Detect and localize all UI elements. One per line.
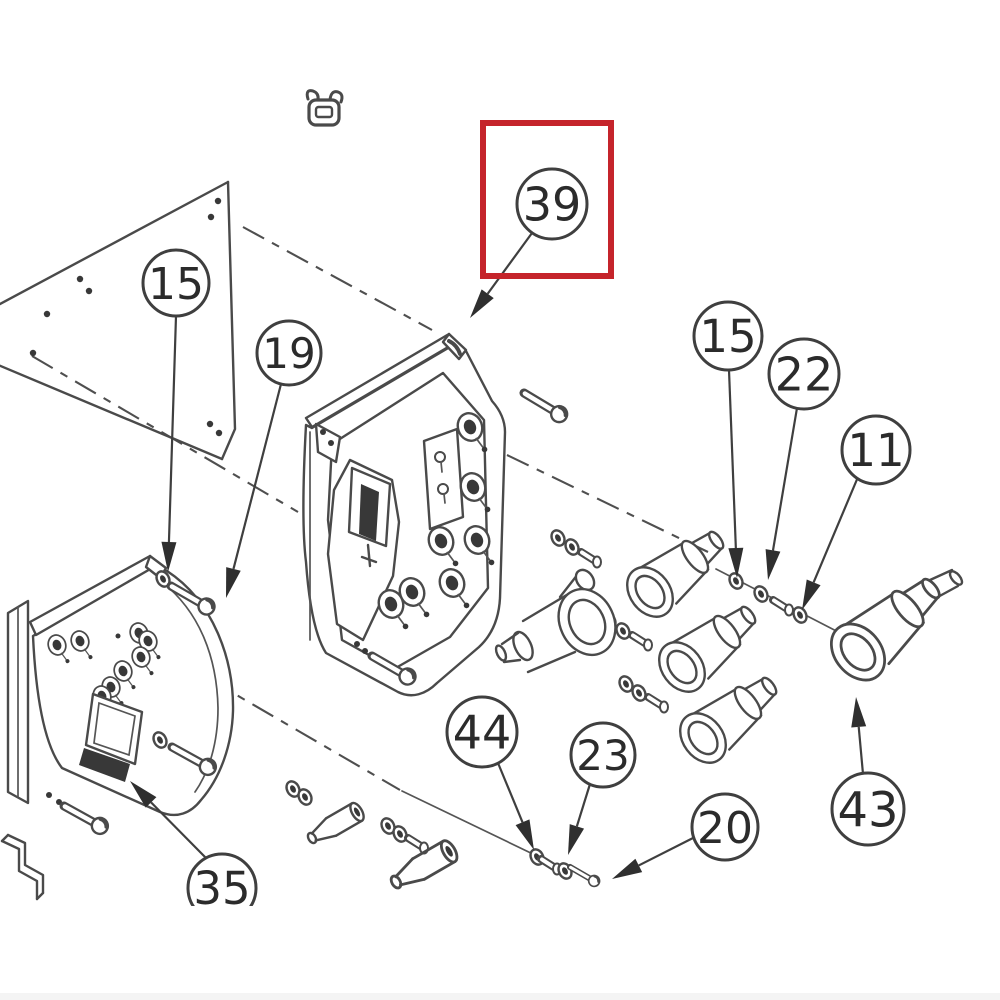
- image-bottom-crop: [0, 906, 1000, 1000]
- callout-number: 15: [148, 259, 204, 310]
- callout-15: 15: [141, 248, 211, 572]
- plate-holes: [29, 197, 223, 437]
- plate-right-edge: [220, 180, 237, 461]
- clamp-part: [305, 89, 344, 127]
- callout-39: 39: [470, 167, 589, 318]
- leader-line: [575, 783, 592, 827]
- leader-line: [150, 801, 207, 859]
- arrowhead: [161, 541, 177, 572]
- orifice-stem: [648, 697, 668, 713]
- arrowhead: [765, 549, 781, 580]
- callout-43: 43: [830, 697, 906, 847]
- callout-balloon: [767, 337, 841, 411]
- callout-balloon: [569, 721, 637, 789]
- clamp-right-horn: [328, 90, 344, 104]
- callout-44: 44: [445, 695, 534, 850]
- orifice-stem: [773, 600, 793, 616]
- left-valve-assembly: [0, 554, 235, 901]
- callout-balloon: [690, 792, 760, 862]
- callout-balloon: [255, 319, 323, 387]
- right-fittings-cluster: [494, 515, 964, 773]
- leader-line: [812, 476, 860, 583]
- cap-shadow: [447, 339, 462, 356]
- leader-line: [857, 726, 865, 775]
- callout-number: 15: [699, 310, 756, 363]
- arrowhead: [515, 819, 534, 850]
- callout-22: 22: [765, 337, 841, 580]
- centerline-left-valve-to-hardware: [165, 653, 401, 791]
- callout-number: 39: [523, 178, 582, 232]
- image-bottom-edge: [0, 993, 1000, 1000]
- callout-11: 11: [802, 414, 912, 610]
- orifice-stem: [632, 635, 652, 651]
- arrowhead: [470, 289, 494, 318]
- callout-number: 11: [847, 424, 904, 477]
- main-valve-body: [302, 332, 570, 697]
- hex-bolt: [60, 799, 111, 837]
- callout-balloon: [141, 248, 211, 318]
- left-valve-slot: [79, 748, 130, 782]
- callout-20: 20: [612, 792, 760, 879]
- leader-line: [771, 407, 799, 551]
- callout-balloon: [515, 167, 589, 241]
- leader-line: [638, 837, 694, 867]
- arrowhead: [851, 697, 867, 728]
- arrowhead: [802, 579, 821, 610]
- callout-number: 43: [837, 782, 898, 838]
- callout-23: 23: [568, 721, 637, 855]
- connector-block: [422, 427, 465, 531]
- leader-line: [496, 762, 524, 823]
- highlight-box-item-39: [480, 120, 614, 279]
- orifice-stem: [581, 552, 601, 568]
- elbow-fitting-large: [494, 568, 617, 674]
- washer: [750, 582, 772, 606]
- plate-top-edge: [0, 180, 230, 306]
- callout-balloon: [840, 414, 912, 486]
- clamp-opening: [314, 105, 334, 119]
- fitting-43: [819, 561, 964, 692]
- callout-number: 22: [775, 348, 834, 402]
- highlight-layer: [480, 120, 614, 279]
- centerline-plate-to-valve: [242, 226, 433, 331]
- plate-bottom-edge: [0, 364, 224, 461]
- callout-balloon: [692, 300, 764, 372]
- hex-bolt-top: [520, 386, 570, 425]
- arrowhead: [130, 781, 157, 808]
- bottom-hardware-group: [282, 777, 602, 896]
- arrowhead: [728, 547, 744, 578]
- callout-balloon: [445, 695, 519, 769]
- leader-line: [232, 383, 283, 570]
- left-valve-pocket: [84, 692, 144, 766]
- arrowhead: [568, 824, 585, 855]
- callout-number: 19: [262, 329, 315, 378]
- boss-slot: [359, 484, 379, 541]
- screw-item-20: [567, 862, 601, 888]
- callout-15: 15: [692, 300, 764, 578]
- arrowhead: [612, 858, 643, 879]
- callout-balloon: [830, 771, 906, 847]
- callout-19: 19: [226, 319, 323, 598]
- arrowhead: [226, 567, 241, 598]
- callout-number: 23: [576, 731, 629, 780]
- clamp-body: [307, 98, 341, 127]
- clamp-left-horn: [305, 89, 320, 102]
- nozzle-fitting-1: [302, 799, 368, 850]
- corner-z-bracket: [0, 833, 45, 901]
- mounting-plate: [0, 180, 237, 461]
- centerline-valve-to-fittings: [506, 454, 709, 553]
- callout-number: 20: [697, 803, 753, 854]
- leader-line: [486, 232, 533, 295]
- callout-number: 44: [453, 706, 512, 760]
- leader-line: [167, 315, 178, 543]
- leader-line: [727, 369, 737, 549]
